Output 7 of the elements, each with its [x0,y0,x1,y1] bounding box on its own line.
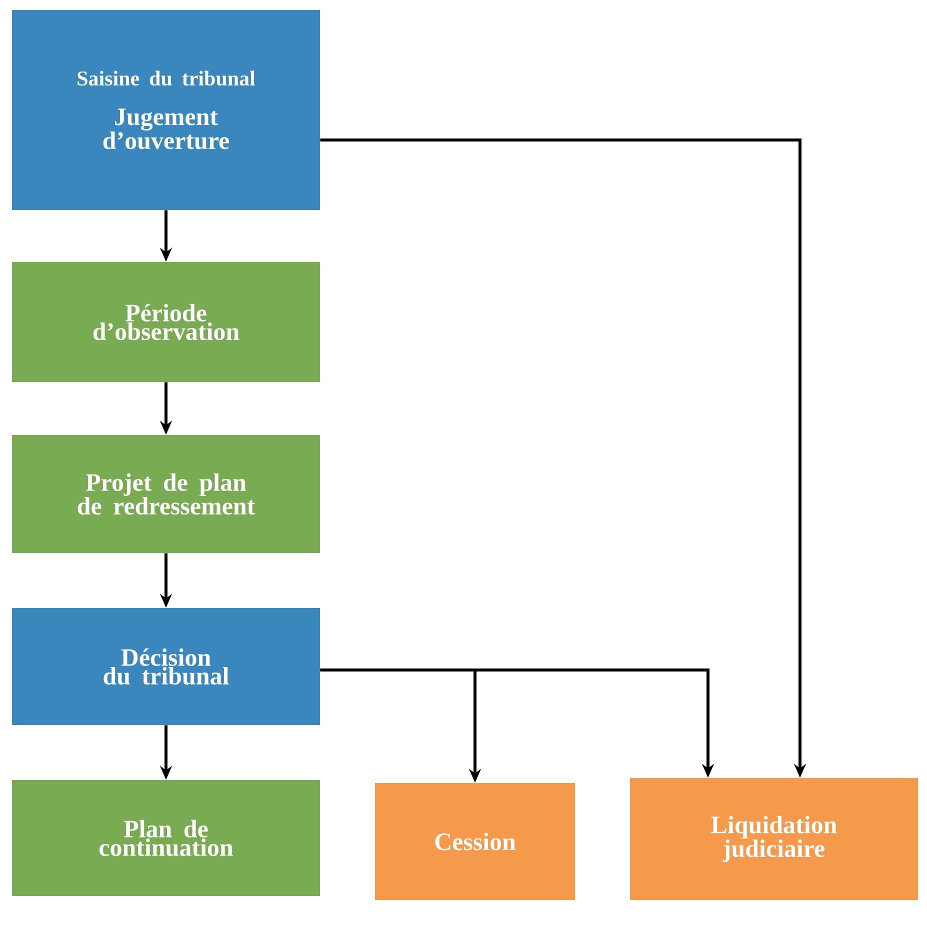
process-box: Liquidation judiciaire [630,778,918,900]
process-box: Décision du tribunal [12,608,320,725]
process-box: Cession [375,783,575,900]
process-box: Saisine du tribunal Jugement d’ouverture [12,10,320,210]
process-box: Plan de continuation [12,780,320,896]
process-box: Période d’observation [12,262,320,382]
process-box: Projet de plan de redressement [12,435,320,553]
